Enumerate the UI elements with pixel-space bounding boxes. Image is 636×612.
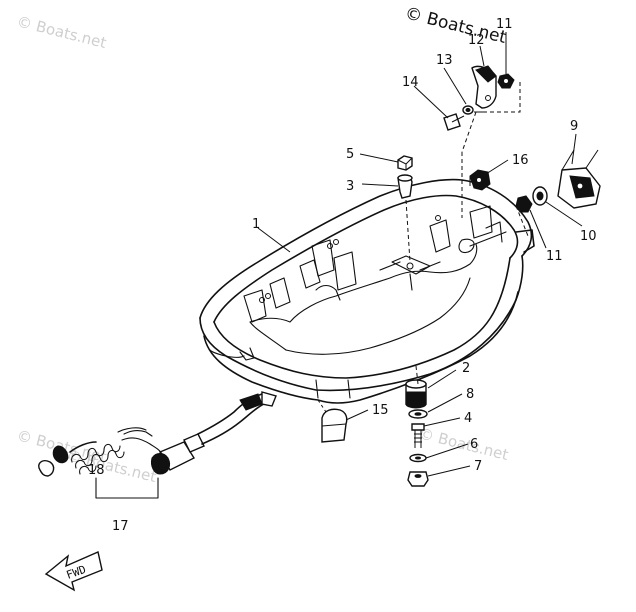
callout-14: 14: [402, 75, 419, 90]
part-5-nut: [397, 155, 413, 171]
callout-5: 5: [346, 147, 354, 162]
callout-16: 16: [512, 153, 529, 168]
part-9-bracket: [557, 149, 601, 209]
part-2-mount-rubber: [405, 379, 427, 409]
watermark-mid-right: © Boats.net: [417, 424, 510, 464]
callout-17: 17: [112, 519, 129, 534]
callout-11-right: 11: [546, 249, 563, 264]
callout-10: 10: [580, 229, 597, 244]
part-11-right-nut: [515, 195, 533, 213]
watermark-top-right: © Boats.net: [403, 3, 509, 48]
part-11-top-nut: [497, 73, 515, 89]
callout-3: 3: [346, 179, 354, 194]
part-7-nut: [407, 471, 429, 487]
callout-13: 13: [436, 53, 453, 68]
callout-numbers: 1 2 3 4 5 6 7 8 9 10 11 11 12 13 14 15 1…: [88, 17, 597, 534]
callout-7: 7: [474, 459, 482, 474]
bottom-cowling: [199, 178, 535, 404]
part-4-bolt: [411, 423, 425, 448]
part-16-clip: [469, 169, 491, 191]
callout-9: 9: [570, 119, 578, 134]
callout-1: 1: [252, 217, 260, 232]
part-6-washer: [409, 453, 427, 463]
callout-11-top: 11: [496, 17, 513, 32]
callout-2: 2: [462, 361, 470, 376]
callout-8: 8: [466, 387, 474, 402]
callout-15: 15: [372, 403, 389, 418]
leader-lines: [257, 32, 583, 477]
part-12-bracket: [471, 65, 497, 109]
part-10-grommet: [532, 186, 548, 206]
watermark-mid-center: © Boats.net: [65, 446, 158, 486]
part-17-stop-switch-assembly: [38, 391, 277, 477]
part-15-grommet: [321, 408, 348, 443]
part-3-collar: [397, 174, 413, 199]
watermark-top-left: © Boats.net: [15, 12, 108, 52]
callout-18: 18: [88, 463, 105, 478]
callout-12: 12: [468, 33, 485, 48]
fwd-label: FWD: [65, 563, 88, 582]
part-8-washer: [408, 409, 428, 419]
callout-4: 4: [464, 411, 472, 426]
part-13-washer: [462, 105, 474, 115]
fwd-arrow: FWD: [44, 551, 103, 592]
callout-6: 6: [470, 437, 478, 452]
